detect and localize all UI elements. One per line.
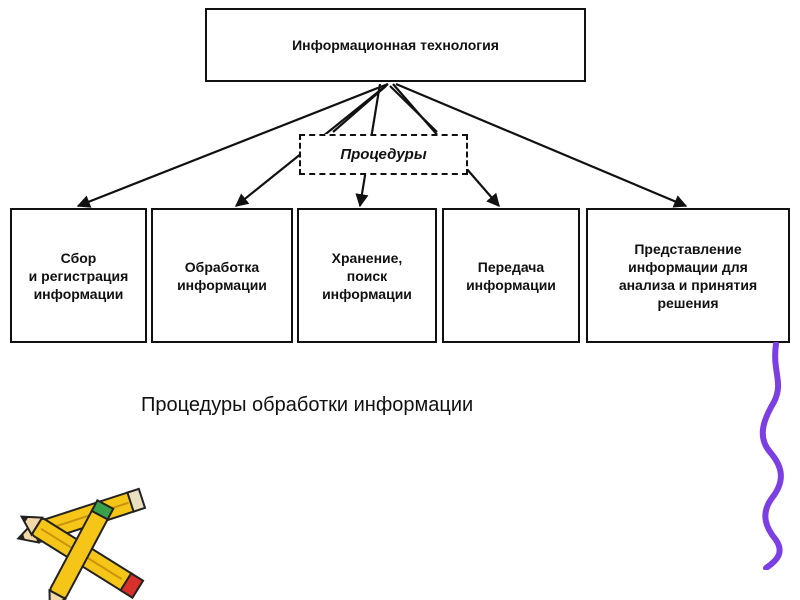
line-to-procedures-2 — [389, 85, 438, 133]
procedure-box-presentation: Представление информации для анализа и п… — [586, 208, 790, 343]
procedure-box-transfer: Передача информации — [442, 208, 580, 343]
top-node-label: Информационная технология — [292, 37, 499, 53]
squiggle-decoration — [759, 342, 784, 570]
procedure-label: Передача информации — [466, 258, 556, 293]
arrow-to-collect — [76, 82, 389, 208]
top-node-box: Информационная технология — [205, 8, 586, 82]
procedure-label: Представление информации для анализа и п… — [618, 240, 758, 311]
pencils-clipart — [16, 487, 147, 600]
procedure-box-processing: Обработка информации — [151, 208, 293, 343]
procedure-label: Хранение, поиск информации — [322, 249, 412, 302]
line-to-procedures-1 — [332, 85, 387, 133]
arrow-to-presentation — [395, 82, 688, 208]
procedure-box-collect: Сбор и регистрация информации — [10, 208, 147, 343]
procedure-box-storage: Хранение, поиск информации — [297, 208, 437, 343]
procedures-node-box: Процедуры — [299, 134, 468, 175]
procedures-node-label: Процедуры — [340, 145, 427, 163]
slide-caption: Процедуры обработки информации — [141, 394, 474, 416]
procedure-label: Сбор и регистрация информации — [28, 249, 129, 302]
procedure-label: Обработка информации — [177, 258, 267, 293]
